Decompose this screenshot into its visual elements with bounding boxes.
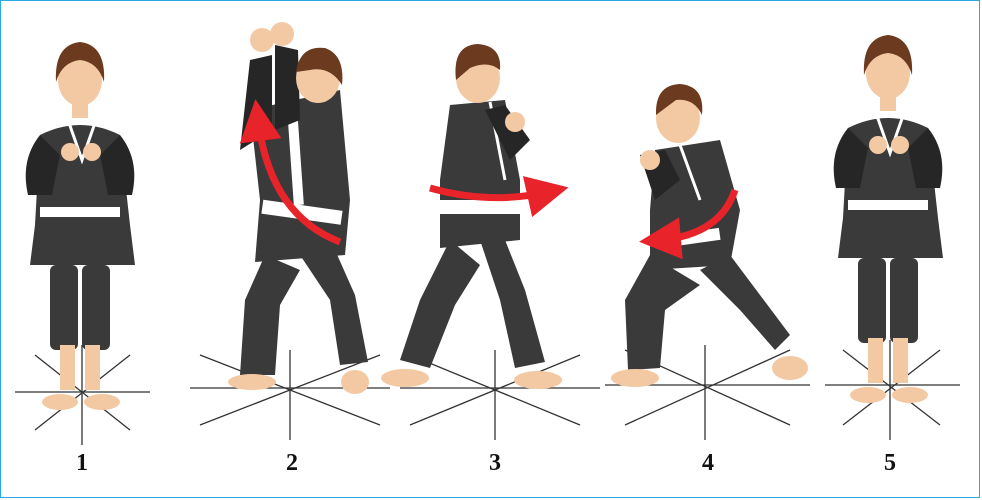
ground-star-2 — [190, 350, 390, 440]
ground-star-5 — [825, 340, 960, 440]
step-label-5: 5 — [870, 450, 910, 477]
step-label-2: 2 — [272, 450, 312, 477]
step-label-4: 4 — [688, 450, 728, 477]
step-label-3: 3 — [475, 450, 515, 477]
figure-2 — [190, 22, 390, 440]
step-label-1: 1 — [62, 450, 102, 477]
figure-3 — [381, 44, 600, 440]
figure-1 — [15, 42, 150, 445]
ground-star-1 — [15, 345, 150, 445]
figure-4 — [605, 84, 810, 440]
figure-5 — [825, 35, 960, 440]
